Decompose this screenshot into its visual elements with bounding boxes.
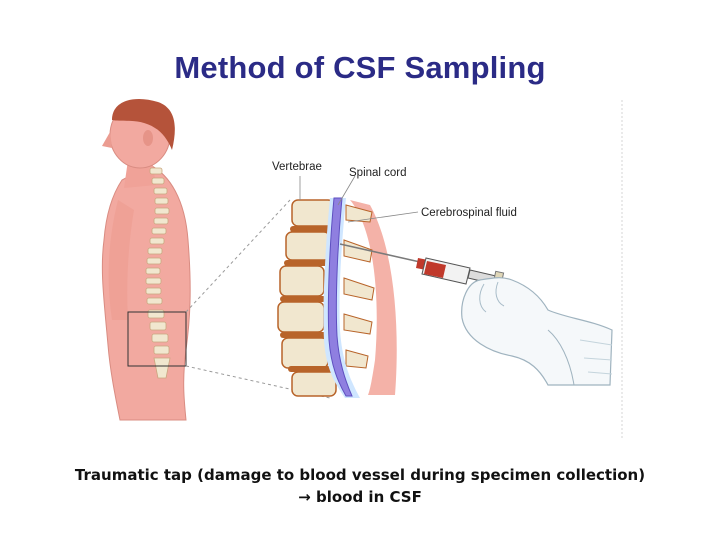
nose-shape <box>102 132 112 148</box>
caption-line-2: → blood in CSF <box>0 486 720 508</box>
arrow-icon: → <box>298 488 311 506</box>
label-vertebrae: Vertebrae <box>272 161 322 173</box>
syringe-needle <box>339 243 421 263</box>
label-spinal-cord: Spinal cord <box>349 167 407 179</box>
figure-spine <box>145 167 171 379</box>
zoom-box <box>127 311 187 367</box>
glove-shape <box>461 277 613 386</box>
arm-shape <box>108 200 134 320</box>
csf-leader <box>347 211 419 223</box>
spine-cross-section <box>277 197 397 398</box>
ear-shape <box>143 130 153 146</box>
sleeve-cuff <box>547 329 575 386</box>
spinal-cord <box>327 197 353 397</box>
hair-shape <box>112 99 175 150</box>
back-tissue <box>350 200 397 395</box>
intervertebral-discs <box>280 226 334 372</box>
spinous-processes <box>343 204 375 369</box>
zoom-line-top <box>185 199 291 313</box>
glove-finger-1 <box>479 283 487 313</box>
slide-title: Method of CSF Sampling <box>174 50 546 85</box>
vertebral-bodies <box>277 199 337 397</box>
human-figure <box>101 99 191 421</box>
caption-result: blood in CSF <box>315 488 422 506</box>
spinal-cord-leader <box>337 175 356 206</box>
caption-line-1: Traumatic tap (damage to blood vessel du… <box>74 466 646 484</box>
syringe-blood <box>424 261 446 278</box>
label-csf: Cerebrospinal fluid <box>421 207 517 219</box>
gloved-hand <box>461 277 613 386</box>
slide-caption: Traumatic tap (damage to blood vessel du… <box>0 464 720 508</box>
sleeve-folds <box>579 339 613 375</box>
glove-finger-2 <box>495 281 505 307</box>
